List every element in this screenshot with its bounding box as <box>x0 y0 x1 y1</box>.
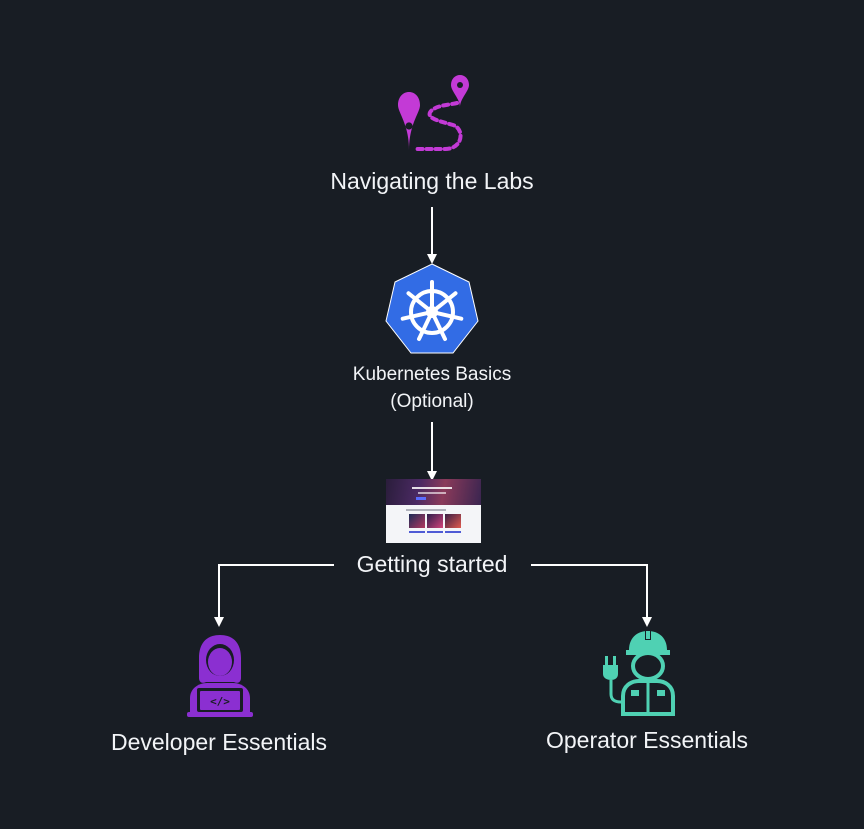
thumbnail-heading-line <box>412 487 452 489</box>
thumbnail-button <box>416 497 426 500</box>
thumbnail-card-bar <box>445 531 461 533</box>
thumbnail-hero-banner <box>386 479 481 505</box>
map-route-icon <box>398 75 469 151</box>
thumbnail-subheading-line <box>418 492 446 494</box>
svg-text:</>: </> <box>210 695 230 708</box>
kubernetes-basics-label: Kubernetes Basics <box>352 364 512 385</box>
developer-essentials-label: Developer Essentials <box>110 729 328 755</box>
thumbnail-card <box>409 514 425 528</box>
kubernetes-optional-label: (Optional) <box>390 391 474 412</box>
arrow-getting-started-to-developer <box>214 564 334 627</box>
operator-hardhat-icon <box>603 630 675 716</box>
website-screenshot-thumbnail <box>386 479 481 543</box>
thumbnail-section-title <box>406 509 446 511</box>
thumbnail-card-bar <box>427 531 443 533</box>
thumbnail-card <box>445 514 461 528</box>
developer-laptop-icon: </> <box>187 635 253 717</box>
getting-started-label: Getting started <box>356 551 508 577</box>
thumbnail-card <box>427 514 443 528</box>
kubernetes-helm-icon <box>385 263 479 354</box>
arrow-getting-started-to-operator <box>531 564 652 627</box>
thumbnail-card-bar <box>409 531 425 533</box>
operator-essentials-label: Operator Essentials <box>546 727 748 753</box>
navigating-the-labs-label: Navigating the Labs <box>330 168 534 194</box>
